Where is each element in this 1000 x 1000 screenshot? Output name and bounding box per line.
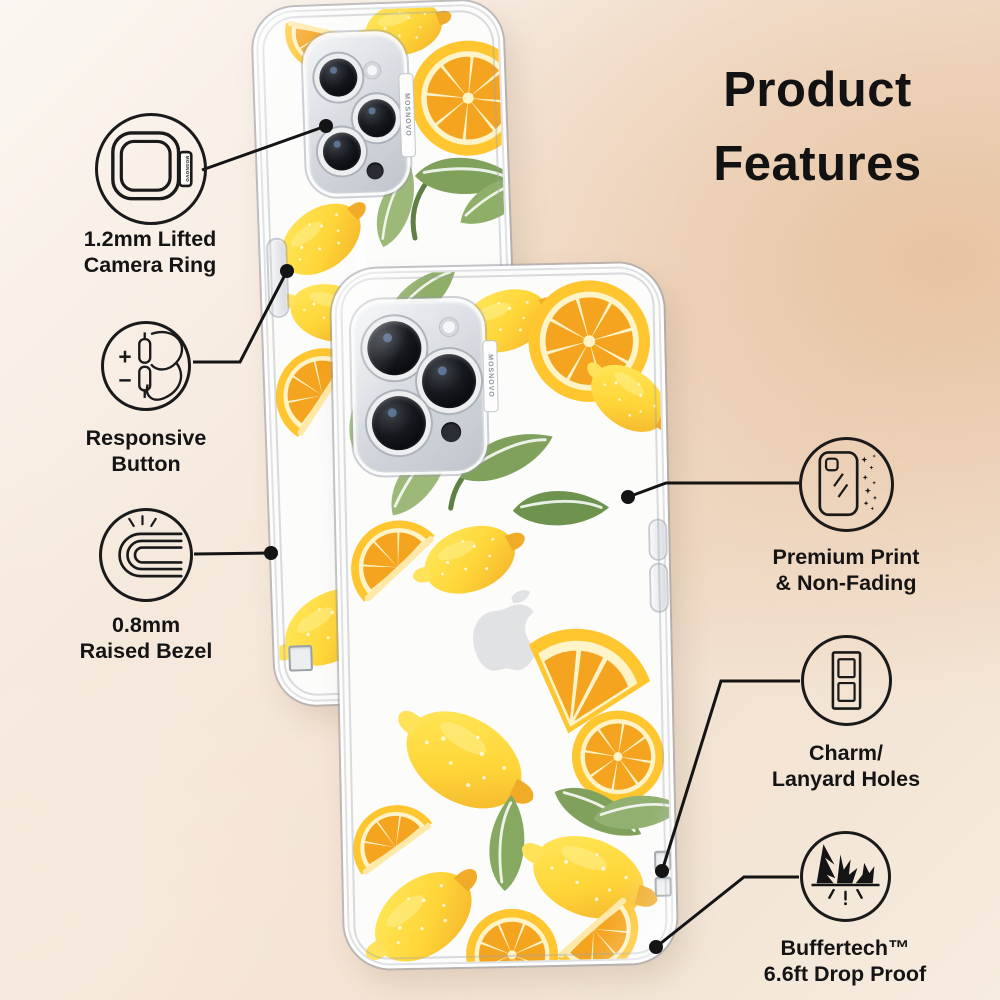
raised-bezel-icon <box>99 508 193 602</box>
flash-light <box>439 317 459 337</box>
lanyard-hole <box>653 850 672 871</box>
brand-tab: MOSNOVO <box>482 340 499 413</box>
camera-lens <box>421 353 477 409</box>
camera-lens <box>318 57 359 98</box>
page-title: Product Features <box>713 63 922 191</box>
lanyard-hole <box>288 644 314 672</box>
brand-logo-text: MOSNOVO <box>486 354 495 399</box>
camera-lens <box>357 98 397 138</box>
flash-light <box>363 62 381 79</box>
feature-label-lanyard-holes: Charm/ Lanyard Holes <box>771 741 921 791</box>
feature-label-responsive-button: Responsive Button <box>85 426 207 476</box>
feature-label-drop-proof: Buffertech™ 6.6ft Drop Proof <box>763 936 927 986</box>
side-button <box>650 564 667 611</box>
feature-label-raised-bezel: 0.8mm Raised Bezel <box>79 613 213 663</box>
responsive-button-icon: + − <box>101 321 191 411</box>
brand-tab: MOSNOVO <box>398 72 417 158</box>
svg-text:−: − <box>118 367 131 393</box>
camera-lens <box>322 131 362 172</box>
camera-lens <box>371 395 427 451</box>
volume-button <box>267 239 288 317</box>
apple-logo <box>473 590 538 671</box>
premium-print-icon <box>799 437 894 532</box>
camera-ring-icon: MOSNOVO <box>95 113 207 225</box>
camera-module: MOSNOVO <box>304 33 417 195</box>
camera-lens <box>366 320 422 376</box>
microphone-dot <box>366 162 384 180</box>
lemon-pattern-artwork <box>335 267 673 965</box>
feature-label-camera-ring: 1.2mm Lifted Camera Ring <box>83 227 217 277</box>
brand-logo-text: MOSNOVO <box>185 156 190 182</box>
side-button <box>650 520 666 559</box>
lanyard-holes-icon <box>801 635 892 726</box>
drop-proof-icon <box>800 831 891 922</box>
camera-module: MOSNOVO <box>353 300 499 474</box>
brand-logo-text: MOSNOVO <box>402 93 412 138</box>
svg-text:+: + <box>118 343 131 369</box>
microphone-dot <box>440 421 462 443</box>
lanyard-hole <box>654 876 672 897</box>
feature-label-premium-print: Premium Print & Non-Fading <box>772 545 920 595</box>
phone-case-front-view: MOSNOVO <box>330 262 678 970</box>
